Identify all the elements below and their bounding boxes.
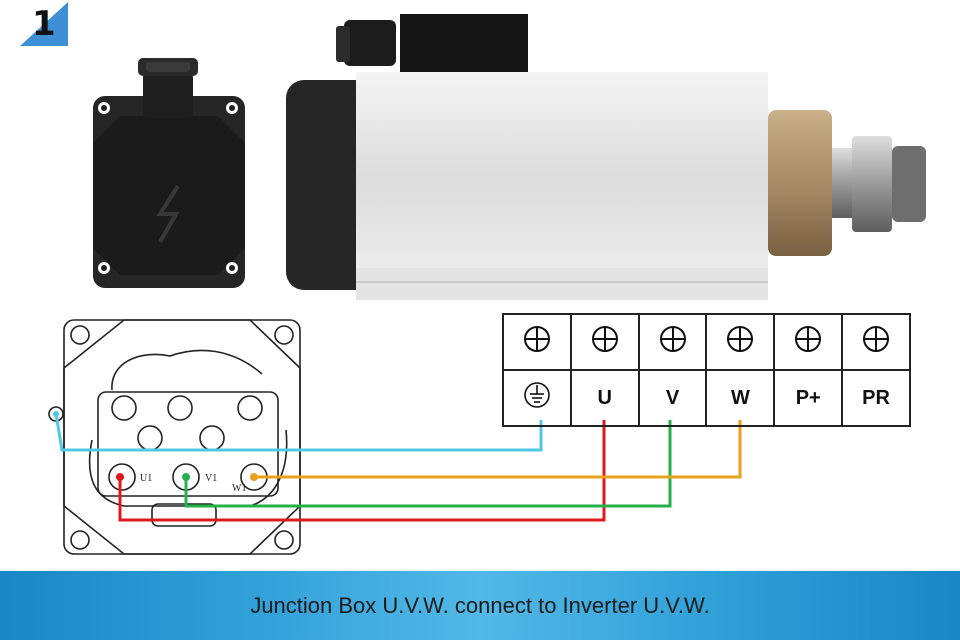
- step-number: 1: [32, 4, 56, 44]
- terminal-screw: [637, 313, 708, 371]
- ground-icon: [524, 382, 550, 408]
- terminal-label-row: U V W P+ PR: [502, 369, 911, 427]
- spindle-motor-photo: [286, 14, 926, 300]
- step-badge: 1: [20, 2, 68, 46]
- terminal-label-u: U: [569, 369, 640, 427]
- terminal-screw: [569, 313, 640, 371]
- junction-label-u1: U1: [140, 473, 152, 484]
- v-terminal-dot: [182, 473, 190, 481]
- terminal-label-v: V: [637, 369, 708, 427]
- ground-terminal-dot: [53, 411, 59, 417]
- terminal-screw: [502, 313, 572, 371]
- terminal-label-pr: PR: [841, 369, 911, 427]
- v-wire: [184, 420, 672, 508]
- crosshair-terminal-icon: [659, 326, 686, 352]
- step-badge-triangle: [20, 2, 68, 46]
- ground-wire: [54, 413, 543, 452]
- junction-label-v1: V1: [205, 473, 217, 484]
- terminal-ground: [502, 369, 572, 427]
- u-wire: [118, 420, 606, 522]
- w-wire: [254, 420, 742, 479]
- inverter-terminal-block: U V W P+ PR: [502, 313, 911, 427]
- crosshair-terminal-icon: [727, 326, 754, 352]
- junction-label-w1: W1: [232, 483, 246, 494]
- u-terminal-dot: [116, 473, 124, 481]
- terminal-screw: [841, 313, 911, 371]
- caption-band: Junction Box U.V.W. connect to Inverter …: [0, 571, 960, 640]
- terminal-screw: [705, 313, 776, 371]
- terminal-label-w: W: [705, 369, 776, 427]
- crosshair-terminal-icon: [591, 326, 618, 352]
- caption-text: Junction Box U.V.W. connect to Inverter …: [250, 593, 710, 618]
- spindle-motor-illustration: U1 V1 W1: [48, 14, 926, 555]
- w-terminal-dot: [250, 473, 258, 481]
- crosshair-terminal-icon: [863, 326, 890, 352]
- crosshair-terminal-icon: [795, 326, 822, 352]
- terminal-screw: [773, 313, 844, 371]
- terminal-label-p-plus: P+: [773, 369, 844, 427]
- crosshair-terminal-icon: [523, 326, 550, 352]
- junction-box-photo: [93, 58, 245, 288]
- terminal-screw-row: [502, 313, 911, 371]
